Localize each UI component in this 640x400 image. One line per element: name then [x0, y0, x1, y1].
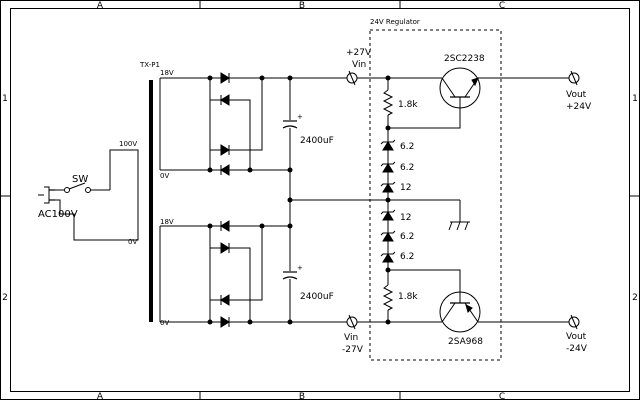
frame-col-c-top: C: [499, 1, 505, 11]
zener-bottom-3: [380, 251, 396, 263]
zener-top-3-value: 12: [400, 183, 411, 193]
zener-bottom-3-value: 6.2: [400, 252, 414, 262]
top-bridge-wiring: [160, 77, 290, 171]
vin-neg-label: Vin: [344, 333, 358, 343]
vin-neg-value: -27V: [342, 345, 364, 355]
bottom-bridge-junctions: [207, 223, 265, 325]
top-bridge-diode-3: [220, 144, 230, 156]
output-wiring: [478, 77, 569, 323]
capacitor-bottom: [282, 271, 298, 280]
top-bridge-diode-4: [220, 164, 230, 176]
transistor-bottom-part: 2SA968: [448, 337, 483, 347]
zener-bottom-2-value: 6.2: [400, 232, 414, 242]
zener-bottom-2: [380, 230, 396, 242]
capacitor-bus: [287, 75, 460, 325]
zener-bottom-1: [380, 209, 396, 221]
regulator-boundary: [369, 29, 502, 361]
secondary-bottom-high-label: 18V: [160, 218, 174, 226]
capacitor-top-value: 2400uF: [300, 136, 334, 146]
transformer-primary-label: 100V: [119, 140, 137, 148]
bottom-bridge-diode-2: [220, 242, 230, 254]
bottom-bridge-wiring: [160, 225, 290, 323]
resistor-top-value: 1.8k: [398, 100, 418, 110]
transformer-primary-tap-label: 0V: [128, 238, 137, 246]
vin-pos-label: Vin: [352, 60, 366, 70]
zener-top-1: [380, 139, 396, 151]
zener-top-2: [380, 161, 396, 173]
transformer-primary-winding: [109, 149, 139, 241]
vin-neg-terminal: [346, 314, 358, 330]
frame-col-a-top: A: [97, 1, 104, 11]
secondary-bottom-low-label: 0V: [160, 319, 169, 327]
capacitor-top: [282, 120, 298, 129]
zener-bottom-1-value: 12: [400, 213, 411, 223]
zener-top-3: [380, 181, 396, 193]
bottom-bridge-diode-3: [220, 294, 230, 306]
secondary-top-high-label: 18V: [160, 69, 174, 77]
vout-pos-label: Vout: [566, 90, 587, 100]
secondary-top-low-label: 0V: [160, 172, 169, 180]
top-bridge-diode-2: [220, 94, 230, 106]
capacitor-bottom-value: 2400uF: [300, 292, 334, 302]
switch-symbol: [64, 182, 110, 193]
switch-label: SW: [72, 174, 88, 185]
zener-top-1-value: 6.2: [400, 142, 414, 152]
bottom-bridge-diode-1: [220, 220, 230, 232]
top-bridge-junctions: [207, 75, 265, 173]
frame-row-2-left: 2: [2, 293, 8, 303]
plug-label: AC100V: [38, 209, 78, 220]
capacitor-bottom-polarity: +: [297, 264, 303, 272]
transistor-npn-top: [439, 67, 481, 109]
ac-plug-symbol: [38, 186, 55, 204]
frame-row-2-right: 2: [632, 293, 638, 303]
frame-col-c-bottom: C: [499, 392, 505, 400]
resistor-bottom: [382, 284, 394, 311]
vout-neg-terminal: [568, 314, 580, 330]
bottom-bridge-diode-4: [220, 316, 230, 328]
input-wiring: [55, 189, 110, 241]
top-bridge-diode-1: [220, 72, 230, 84]
zener-top-2-value: 6.2: [400, 163, 414, 173]
frame-col-b-top: B: [299, 1, 305, 11]
transformer-ref-label: TX-P1: [139, 61, 160, 69]
transistor-pnp-bottom: [439, 291, 481, 333]
frame-col-b-bottom: B: [299, 392, 305, 400]
vout-neg-value: -24V: [566, 344, 588, 354]
vin-pos-terminal: [346, 70, 358, 86]
frame-col-a-bottom: A: [97, 392, 104, 400]
vin-pos-value: +27V: [346, 48, 372, 58]
resistor-top: [382, 89, 394, 116]
frame-row-1-right: 1: [632, 94, 638, 104]
vout-pos-terminal: [568, 70, 580, 86]
resistor-bottom-value: 1.8k: [398, 292, 418, 302]
vout-neg-label: Vout: [566, 332, 587, 342]
frame-row-1-left: 1: [2, 94, 8, 104]
vout-pos-value: +24V: [566, 102, 592, 112]
regulator-title: 24V Regulator: [370, 18, 420, 26]
ground-icon: [448, 221, 470, 231]
transistor-top-part: 2SC2238: [444, 54, 485, 64]
capacitor-top-polarity: +: [297, 113, 303, 121]
